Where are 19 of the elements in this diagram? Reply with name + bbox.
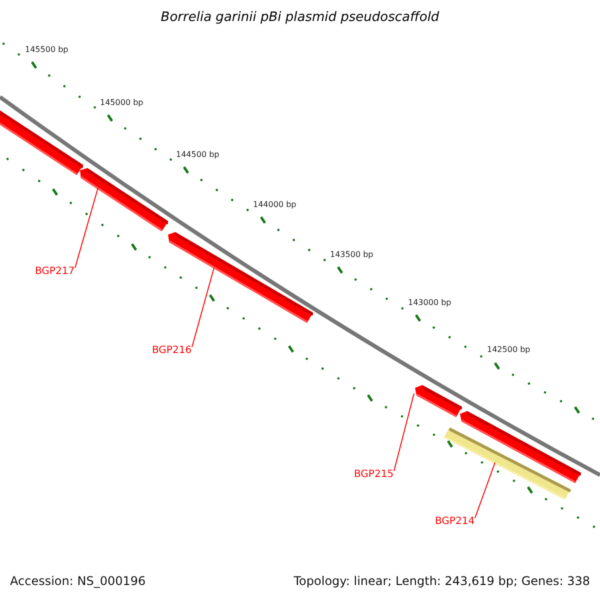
summary-label: Topology: linear; Length: 243,619 bp; Genes: 338 [294,574,590,588]
accession-label: Accession: NS_000196 [10,574,146,588]
scale-label: 145500 bp [25,45,68,55]
scale-label: 142500 bp [487,345,530,355]
scale-label: 143500 bp [330,250,374,260]
gene-bar [80,168,168,231]
gene-label: BGP215 [354,469,394,481]
diagram-title: Borrelia garinii pBi plasmid pseudoscaffold [160,10,440,25]
leader-line [394,392,414,472]
leader-line [192,267,214,348]
gene-bar [415,385,462,418]
gene-label: BGP214 [435,516,475,528]
gene-bar [168,232,314,324]
gene-bar [444,426,571,500]
leader-line [74,187,98,268]
gene-label: BGP216 [152,345,192,357]
gene-label: BGP217 [35,266,75,278]
leader-line [474,462,496,518]
scale-label: 143000 bp [408,298,452,308]
